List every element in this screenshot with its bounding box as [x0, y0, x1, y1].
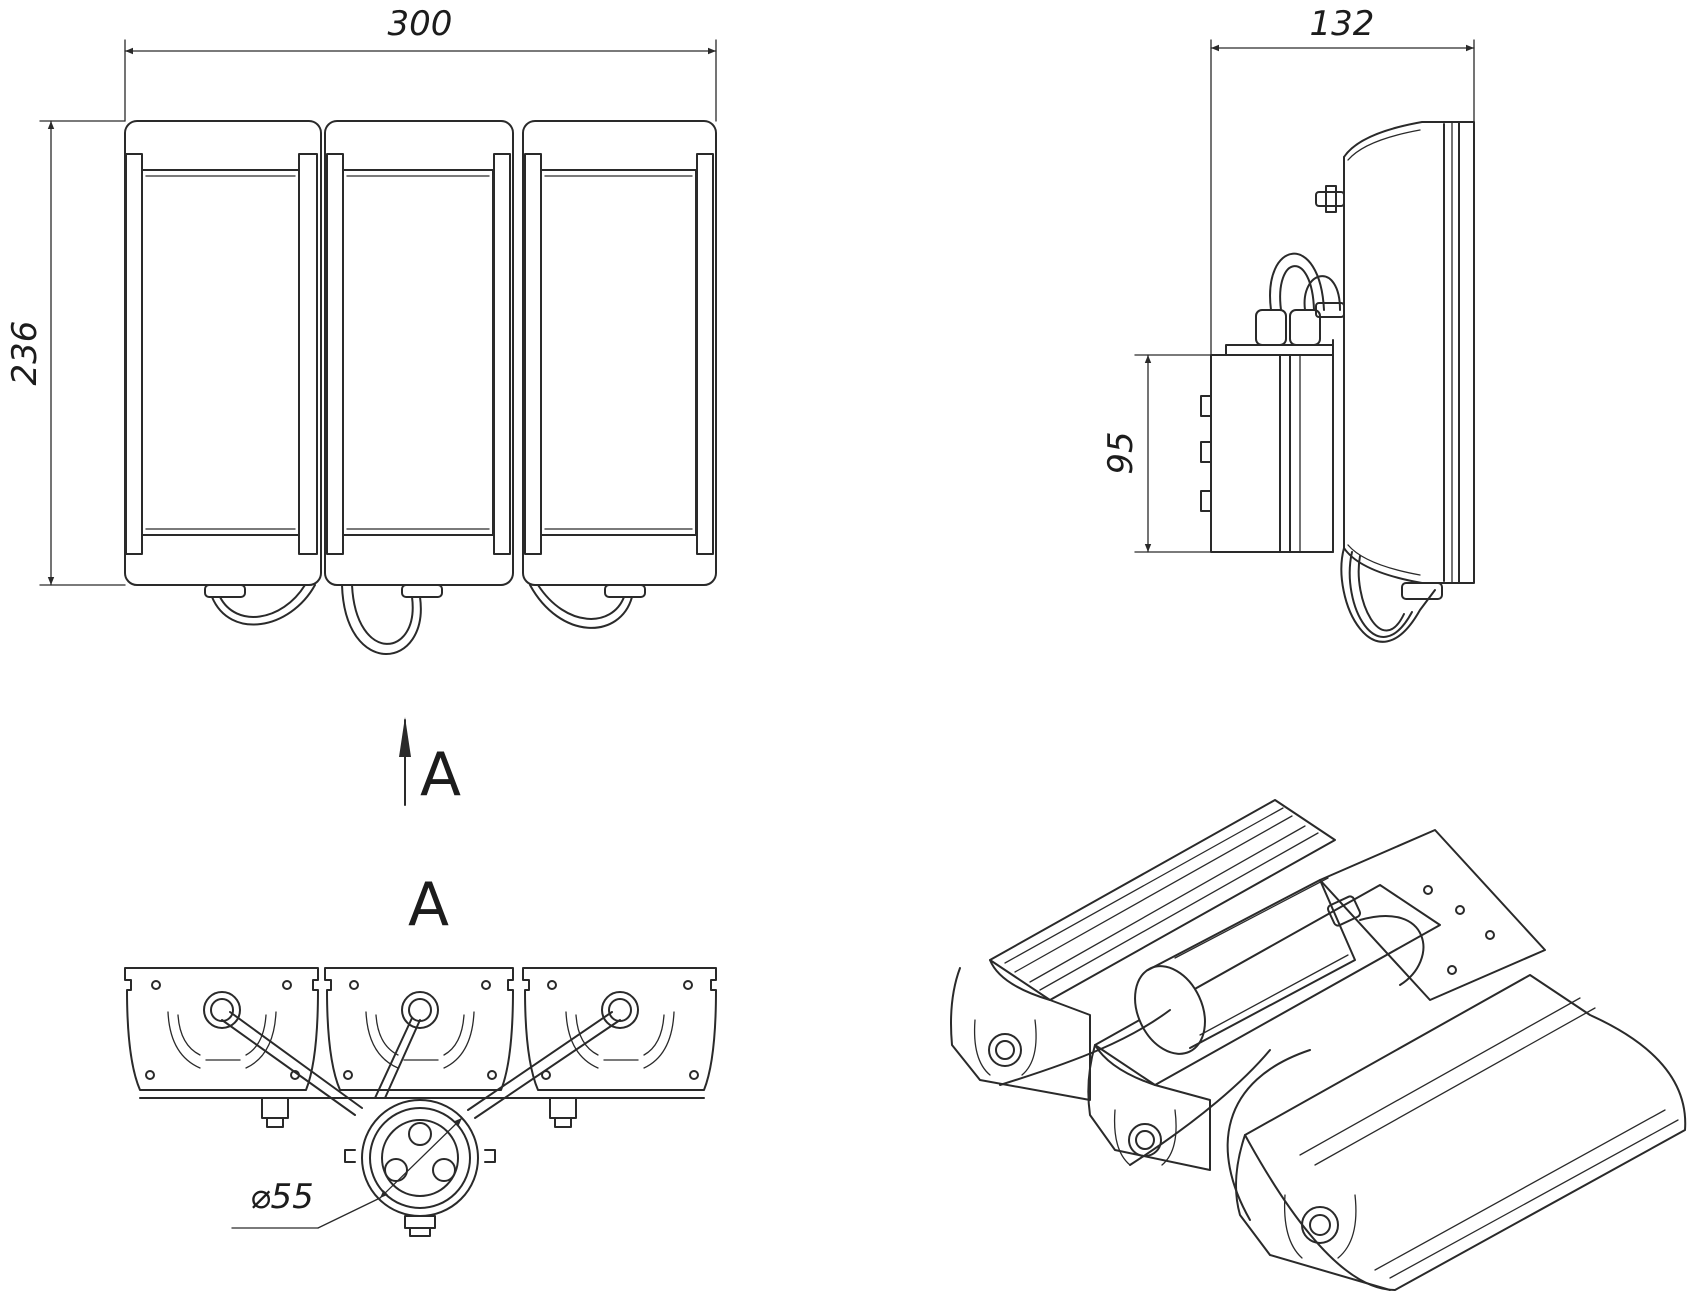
dimension-diameter-label: ⌀55: [250, 1177, 314, 1217]
side-view: [1200, 121, 1475, 643]
front-module-3: [522, 120, 717, 586]
view-a-module-1: [124, 967, 319, 1091]
isometric-view: [950, 799, 1687, 1291]
dimension-depth: 132: [1210, 4, 1475, 356]
view-a-wires: [221, 1011, 621, 1119]
view-a-module-2: [324, 967, 514, 1091]
front-module-2: [324, 120, 514, 586]
dimension-diameter: ⌀55: [231, 1117, 463, 1229]
dimension-box-height-label: 95: [1101, 431, 1141, 474]
front-view: [124, 120, 717, 655]
dimension-width-label: 300: [388, 4, 453, 44]
dimension-height-label: 236: [5, 321, 45, 386]
view-a-title: A: [408, 870, 449, 940]
iso-module-back: [950, 799, 1336, 1101]
view-a: A: [124, 870, 717, 1237]
front-cables: [204, 584, 646, 655]
view-arrow-label: A: [420, 740, 461, 810]
view-a-module-3: [522, 967, 717, 1091]
junction-body: [344, 1099, 496, 1237]
dimension-height: 236: [5, 120, 126, 586]
iso-module-middle: [1087, 884, 1441, 1171]
dimension-width: 300: [124, 4, 717, 122]
dimension-depth-label: 132: [1310, 4, 1375, 44]
dimension-box-height: 95: [1101, 354, 1212, 553]
front-module-1: [124, 120, 322, 586]
view-arrow: A: [399, 717, 461, 810]
iso-module-front: [1235, 974, 1687, 1291]
